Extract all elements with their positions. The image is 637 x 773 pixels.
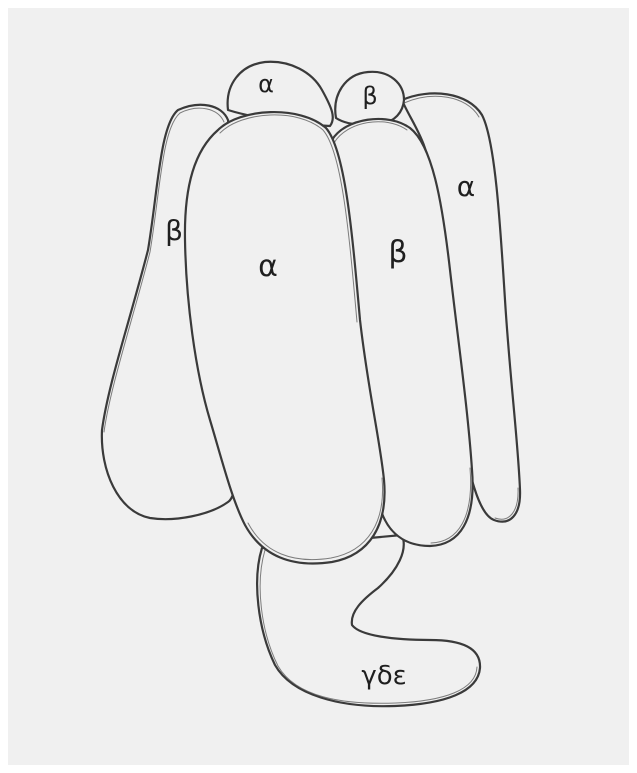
label-alpha-right: α <box>457 170 475 203</box>
label-alpha-center: α <box>258 249 278 284</box>
label-beta-top: β <box>362 82 377 110</box>
label-alpha-top: α <box>258 70 274 98</box>
label-beta-left: β <box>165 214 183 247</box>
label-beta-center: β <box>388 235 407 270</box>
label-stalk: γδε <box>361 661 406 691</box>
